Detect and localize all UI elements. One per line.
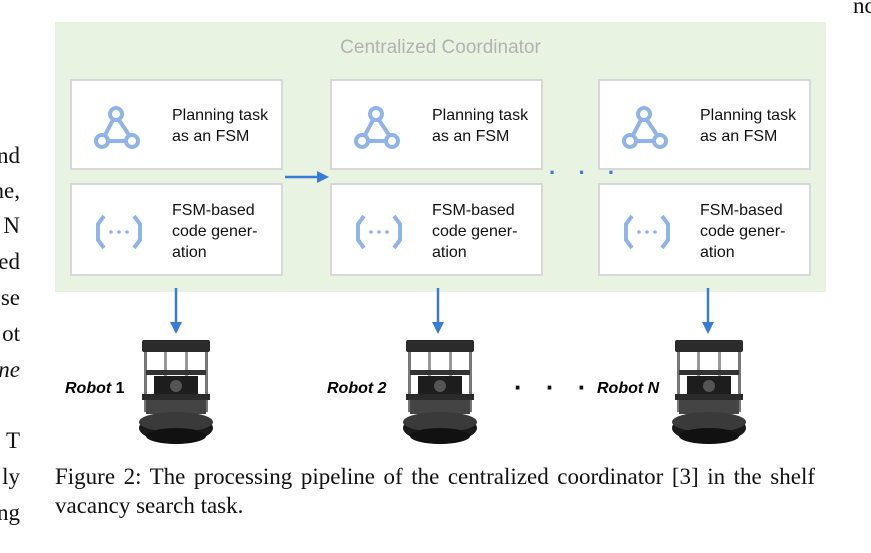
planning-label: Planning task as an FSM	[172, 107, 269, 145]
graph-icon	[354, 106, 400, 149]
dispatch-arrow-1	[170, 288, 182, 334]
graph-icon	[622, 106, 668, 149]
robot-name: Robot	[65, 380, 112, 397]
robot-label-2: Robot 2	[327, 380, 387, 398]
next-step-arrow	[285, 171, 329, 183]
graph-icon	[94, 106, 140, 149]
panel-title: Centralized Coordinator	[340, 37, 541, 58]
text-fragment: ed	[0, 249, 20, 274]
planning-card-n: Planning task as an FSM	[598, 79, 811, 170]
robot-image-1	[139, 340, 213, 444]
codegen-label: FSM-based code gener- ation	[432, 202, 518, 261]
planning-label: Planning task as an FSM	[432, 107, 529, 145]
figure-caption: Figure 2: The processing pipeline of the…	[55, 464, 815, 518]
text-fragment: ot	[2, 321, 20, 346]
planning-label: Planning task as an FSM	[700, 107, 797, 145]
robot-label-1: Robot 1	[65, 380, 125, 398]
planning-card-2: Planning task as an FSM	[330, 79, 543, 170]
robot-image-n	[672, 340, 746, 444]
robot-number: 2	[377, 380, 387, 397]
text-fragment: se	[0, 285, 20, 310]
code-brackets-icon	[96, 214, 142, 250]
left-column-fragments: nd ne, N ed se ot ne T ly ng	[0, 0, 20, 553]
text-fragment: ng	[0, 500, 20, 525]
text-fragment: N	[3, 213, 20, 238]
continuation-dots: · · ·	[549, 160, 624, 185]
text-fragment: T	[5, 428, 20, 453]
planning-card-1: Planning task as an FSM	[70, 79, 283, 170]
codegen-label: FSM-based code gener- ation	[172, 202, 258, 261]
codegen-label: FSM-based code gener- ation	[700, 202, 786, 261]
dispatch-arrow-n	[702, 288, 714, 334]
robot-image-2	[403, 340, 477, 444]
dispatch-arrow-2	[432, 288, 444, 334]
robot-ellipsis: · · ·	[514, 372, 595, 402]
code-brackets-icon	[624, 214, 670, 250]
text-fragment: nd	[0, 143, 20, 168]
text-fragment: ly	[2, 464, 20, 489]
robot-name: Robot N	[597, 380, 660, 397]
robot-label-n: Robot N	[597, 380, 659, 398]
codegen-card-2: FSM-based code gener- ation	[330, 183, 543, 276]
centralized-coordinator-panel: Centralized Coordinator Planning task as…	[55, 22, 826, 292]
text-fragment: nd	[853, 0, 871, 18]
robot-number: 1	[115, 380, 125, 397]
code-brackets-icon	[356, 214, 402, 250]
codegen-card-n: FSM-based code gener- ation	[598, 183, 811, 276]
right-column-fragment: nd	[853, 0, 871, 22]
robot-name: Robot	[327, 380, 374, 397]
codegen-card-1: FSM-based code gener- ation	[70, 183, 283, 276]
text-fragment: ne,	[0, 178, 20, 203]
text-fragment: ne	[0, 357, 20, 382]
